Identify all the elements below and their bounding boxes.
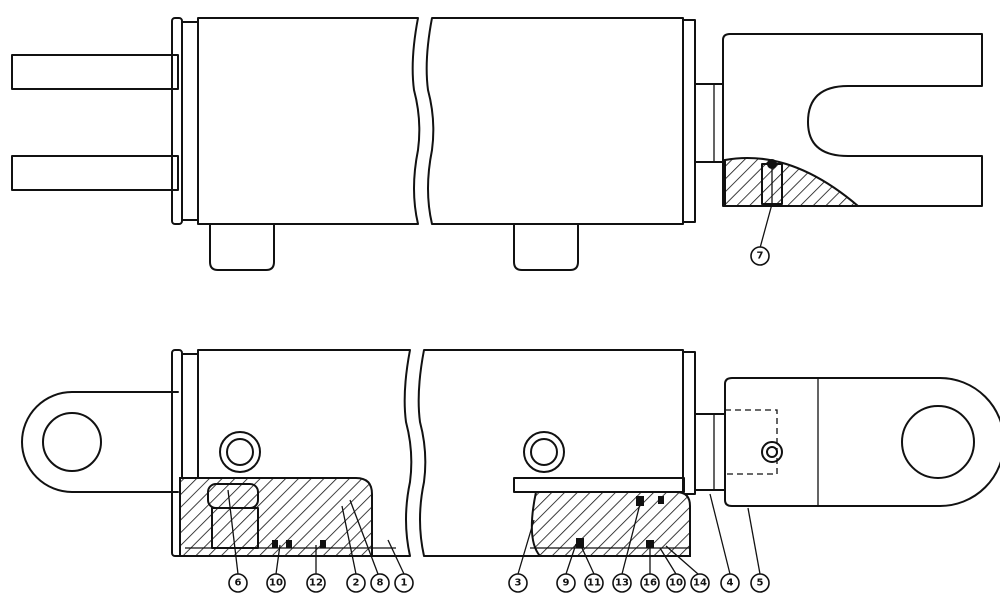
svg-text:8: 8 <box>377 578 384 589</box>
svg-text:11: 11 <box>587 578 601 589</box>
svg-text:4: 4 <box>727 578 734 589</box>
barrel-left-half <box>197 17 421 225</box>
bottom-view <box>21 349 1000 575</box>
callout-14: 14 <box>690 573 710 593</box>
callout-11: 11 <box>584 573 604 593</box>
callout-9: 9 <box>556 573 576 593</box>
callout-5: 5 <box>750 573 770 593</box>
port-right <box>523 431 565 473</box>
barrel-left-bottom <box>197 349 413 557</box>
top-port-right <box>513 223 579 271</box>
callout-7: 7 <box>750 246 770 266</box>
callout-8: 8 <box>370 573 390 593</box>
rear-flange-inner <box>181 21 199 221</box>
barrel-right-bottom <box>417 349 684 557</box>
svg-text:6: 6 <box>235 578 242 589</box>
callout-10b: 10 <box>666 573 686 593</box>
top-view <box>11 17 983 271</box>
svg-text:1: 1 <box>401 578 408 589</box>
callout-2: 2 <box>346 573 366 593</box>
barrel-right-half <box>425 17 684 225</box>
rear-flange-outer <box>171 17 183 225</box>
callout-16: 16 <box>640 573 660 593</box>
svg-text:13: 13 <box>615 578 629 589</box>
svg-text:12: 12 <box>309 578 323 589</box>
rear-rod-upper <box>11 54 179 90</box>
top-port-left <box>209 223 275 271</box>
rear-rod-lower <box>11 155 179 191</box>
callout-3: 3 <box>508 573 528 593</box>
svg-text:16: 16 <box>643 578 657 589</box>
front-flange <box>682 19 696 223</box>
svg-text:10: 10 <box>269 578 283 589</box>
svg-text:7: 7 <box>757 251 764 262</box>
rod-eye <box>724 377 1000 507</box>
callout-1: 1 <box>394 573 414 593</box>
svg-text:10: 10 <box>669 578 683 589</box>
callout-10a: 10 <box>266 573 286 593</box>
piston-rod-bottom <box>694 413 726 491</box>
callout-6: 6 <box>228 573 248 593</box>
rear-head-section <box>179 477 373 557</box>
svg-text:14: 14 <box>693 578 707 589</box>
svg-text:2: 2 <box>353 578 360 589</box>
callout-4: 4 <box>720 573 740 593</box>
piston-rod-top <box>694 83 724 163</box>
callout-12: 12 <box>306 573 326 593</box>
rear-eye-hole <box>42 412 102 472</box>
svg-text:5: 5 <box>757 578 764 589</box>
port-left <box>219 431 261 473</box>
rod-eye-hole <box>901 405 975 479</box>
clevis-section-top <box>724 156 861 207</box>
clevis-top <box>722 33 983 207</box>
svg-text:3: 3 <box>515 578 522 589</box>
callout-13: 13 <box>612 573 632 593</box>
rear-eye-mount <box>21 391 179 493</box>
svg-text:9: 9 <box>563 578 570 589</box>
